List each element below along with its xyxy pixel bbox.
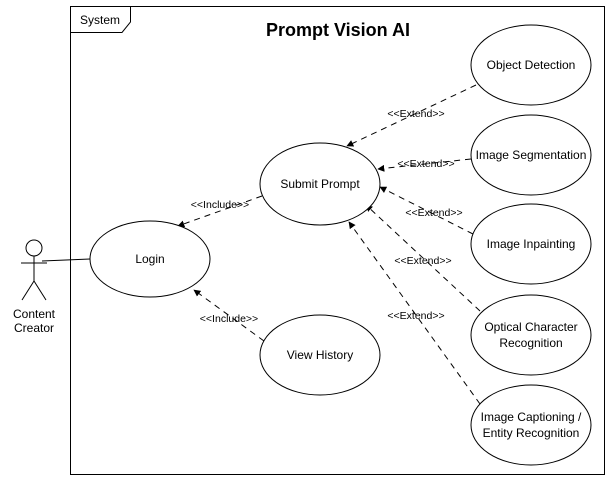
use-case-image-inpainting-label: Image Inpainting [487,237,576,251]
extend-arrow-captioning [348,221,481,405]
association-line [41,258,91,262]
system-frame-label: System [80,13,120,27]
extend-arrow-segmentation [377,158,472,172]
use-case-view-history-label: View History [287,348,353,362]
use-case-ocr-label-line1: Optical Character [484,320,577,334]
use-case-image-captioning-label-line2: Entity Recognition [483,426,580,440]
use-case-ocr[interactable]: Optical Character Recognition [470,294,592,376]
extend-label-ocr: <<Extend>> [394,255,451,267]
extend-label-object-detection: <<Extend>> [387,108,444,120]
use-case-image-segmentation[interactable]: Image Segmentation [470,114,592,196]
extend-label-inpainting: <<Extend>> [405,207,462,219]
include-label-submit: <<Include>> [191,199,249,211]
use-case-ocr-label-line2: Recognition [499,336,562,350]
use-case-view-history[interactable]: View History [259,314,381,396]
include-arrow-submit [177,195,263,228]
include-arrow-history [193,289,265,342]
actor-label-line1: Content [13,307,56,321]
actor-head [25,239,43,257]
use-case-login[interactable]: Login [89,220,211,298]
use-case-login-label: Login [135,252,164,266]
use-case-image-inpainting[interactable]: Image Inpainting [470,203,592,285]
system-title: Prompt Vision AI [266,20,410,40]
system-frame-tab [70,6,131,33]
actor-content-creator[interactable] [21,239,47,301]
use-case-image-captioning[interactable]: Image Captioning / Entity Recognition [470,384,592,466]
use-case-object-detection[interactable]: Object Detection [470,24,592,106]
extend-label-segmentation: <<Extend>> [397,158,454,170]
use-case-image-captioning-label-line1: Image Captioning / [481,410,582,424]
include-label-history: <<Include>> [200,313,258,325]
use-case-submit-prompt-label: Submit Prompt [280,177,360,191]
use-case-submit-prompt[interactable]: Submit Prompt [259,142,381,226]
use-case-image-segmentation-label: Image Segmentation [476,148,587,162]
actor-label-line2: Creator [14,321,54,335]
extend-arrow-object-detection [346,84,477,147]
extend-label-captioning: <<Extend>> [387,310,444,322]
use-case-object-detection-label: Object Detection [487,58,576,72]
extend-arrow-ocr [365,204,481,312]
